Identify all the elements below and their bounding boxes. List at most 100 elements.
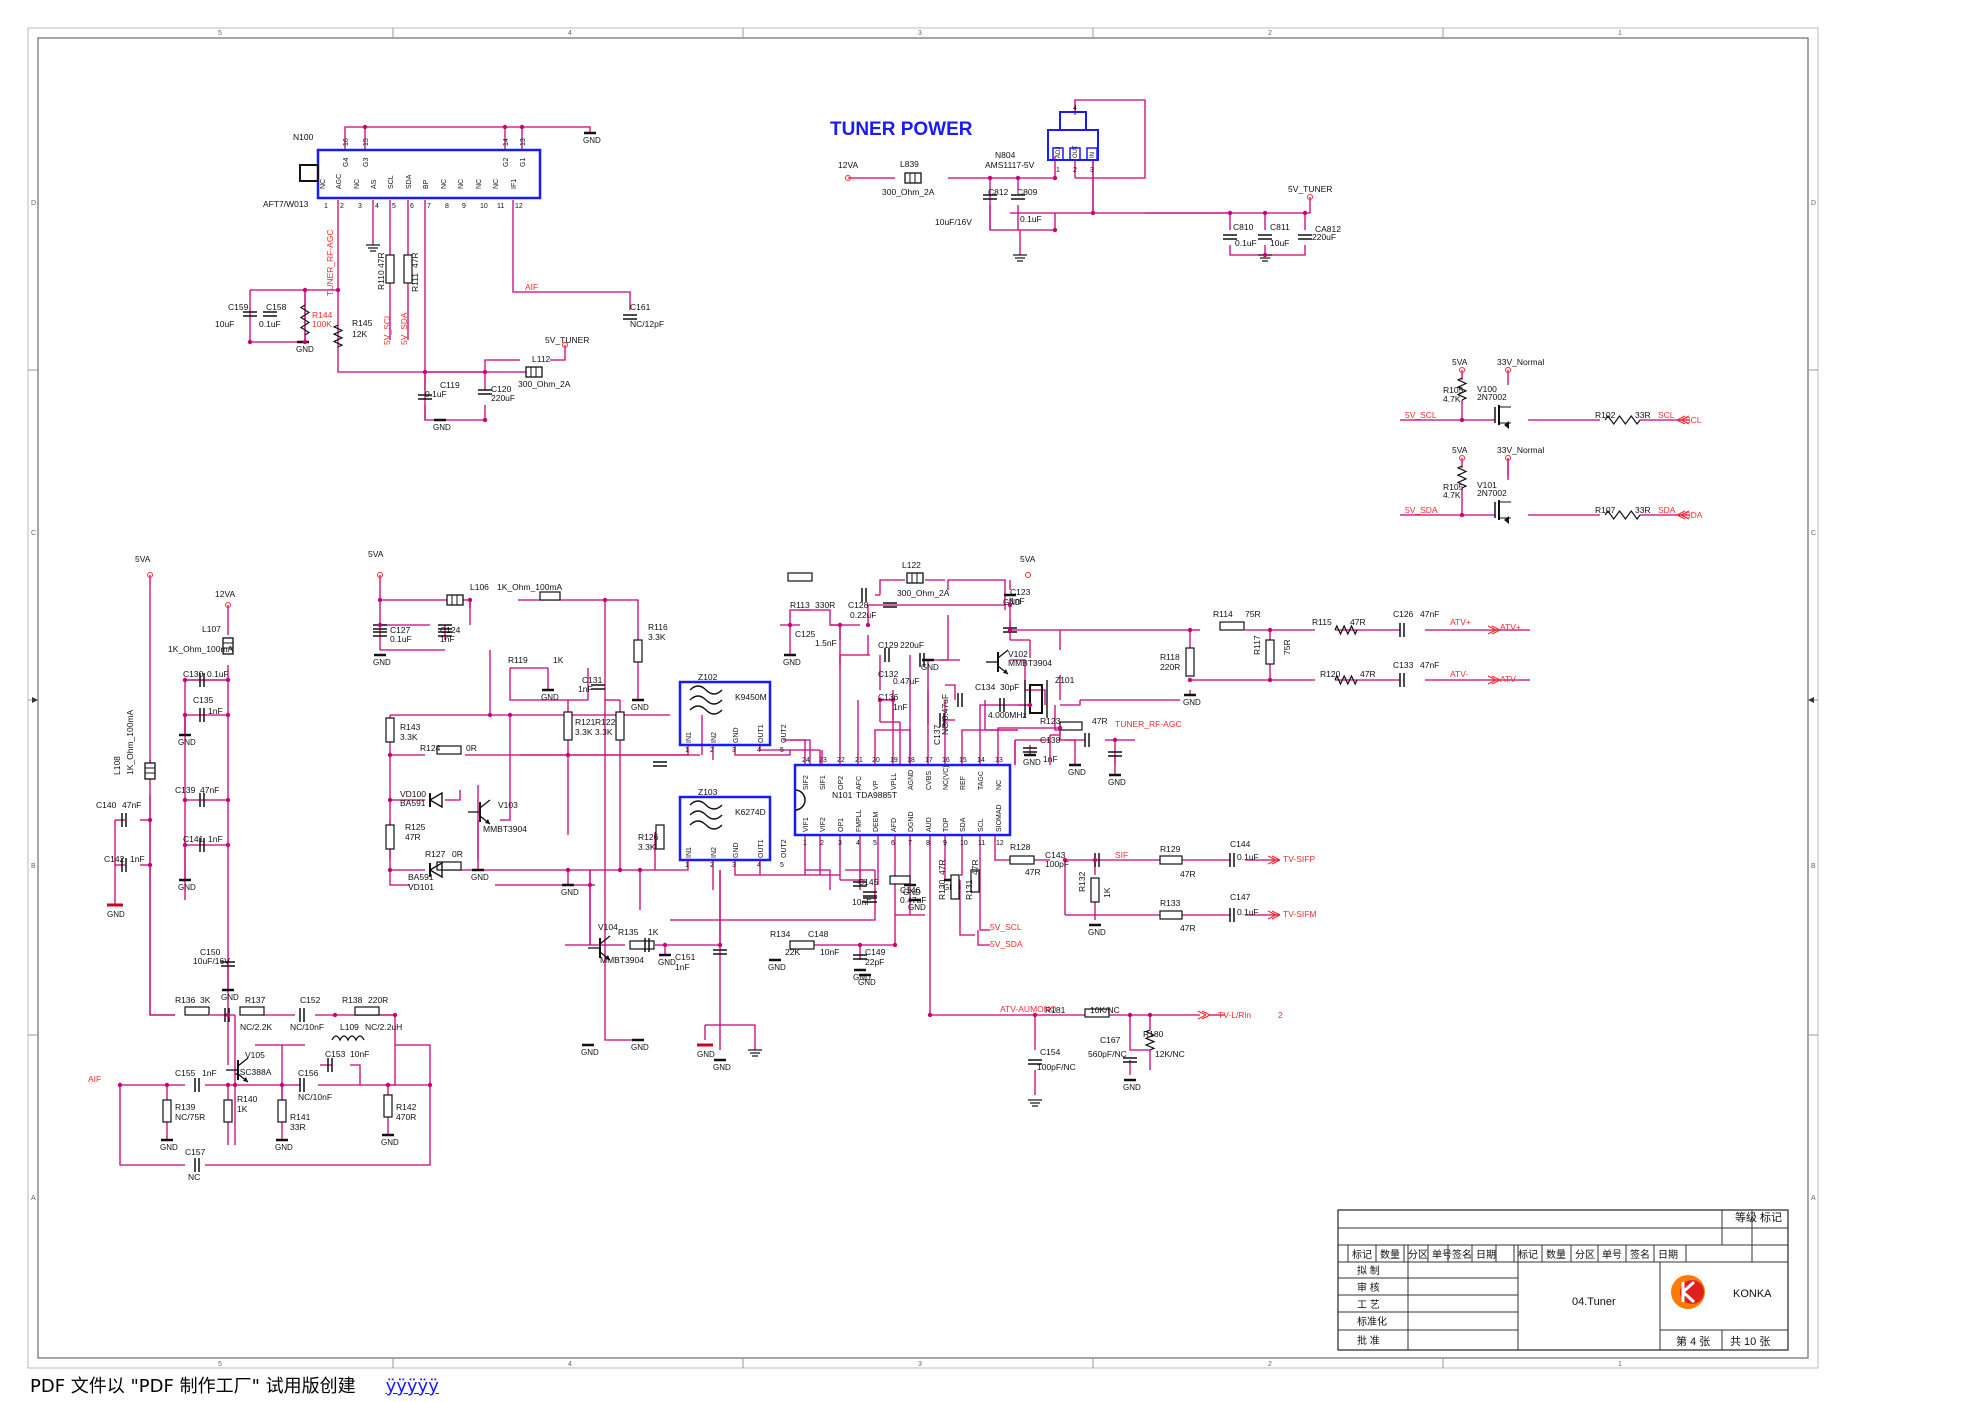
junction-dot (587, 882, 593, 888)
ground-label: GND (221, 993, 239, 1002)
label-c167: C167 (1100, 1035, 1121, 1045)
label-r111_val: 47R (410, 252, 420, 268)
junction-dot (1302, 210, 1308, 216)
label-c156: C156 (298, 1068, 319, 1078)
junction-dot (377, 597, 383, 603)
saw-pin-label: IN2 (711, 847, 718, 858)
tuner-pin-number: 12 (515, 203, 523, 210)
label-r137: R137 (245, 995, 266, 1005)
port-arrow-icon (1197, 1010, 1211, 1020)
junction-dot (1052, 175, 1058, 181)
ground-icon: GND (858, 973, 876, 987)
label-r118_val: 220R (1160, 662, 1180, 672)
junction-dot (387, 797, 393, 803)
ic-pin-label: SIF2 (803, 775, 810, 790)
saw-pin-label: GND (733, 842, 740, 858)
ic-pin-number: 4 (856, 840, 860, 847)
resistor-body (629, 940, 655, 950)
label-n101: N101 (832, 790, 853, 800)
label-l122_val: 300_Ohm_2A (897, 588, 950, 598)
ic-pin-number: 1 (803, 840, 807, 847)
ic-pin-number: 14 (977, 757, 985, 764)
resistor-body (1219, 621, 1245, 631)
ic-pin-number: 2 (820, 840, 824, 847)
label-r122: R122 (595, 717, 616, 727)
junction-dot (164, 1082, 170, 1088)
resistor-body (1059, 721, 1083, 731)
ferrite-bead-icon (446, 594, 464, 606)
label-r134_val: 22K (785, 947, 800, 957)
label-c143: C143 (1045, 850, 1066, 860)
junction-dot (1057, 725, 1063, 731)
label-c148_val: 10nF (820, 947, 839, 957)
junction-dot (890, 697, 896, 703)
ground-icon: GND (373, 653, 391, 667)
ic-pin-label: CVBS (926, 771, 933, 790)
label-c129: C129 (878, 640, 899, 650)
label-r121_val: 3.3K (575, 727, 593, 737)
tuner-pin-number: 14 (503, 138, 510, 146)
ic-pin-label: VPLL (891, 773, 898, 790)
resistor-body (787, 572, 813, 582)
ground-label: GND (713, 1063, 731, 1072)
tb-role-cell: 工 艺 (1357, 1299, 1380, 1311)
capacitor-icon (299, 1078, 305, 1092)
resistor-body (1265, 639, 1275, 665)
label-v101_part: 2N7002 (1477, 488, 1507, 498)
label-v5va_1: 5VA (135, 554, 151, 564)
ground-label: GND (858, 978, 876, 987)
resistor-body (789, 940, 815, 950)
junction-dot (637, 867, 643, 873)
border-row-label: D (1811, 200, 1816, 207)
label-c119: C119 (440, 380, 460, 390)
junction-dot (1262, 210, 1268, 216)
ground-icon: GND (561, 883, 579, 897)
border-col-label: 2 (1268, 1361, 1272, 1368)
label-c809: C809 (1017, 187, 1038, 197)
resistor-body (970, 869, 980, 893)
label-r116_val: 3.3K (648, 632, 666, 642)
power-pin-icon (1459, 367, 1465, 373)
sheet-title: TUNER POWER (830, 119, 973, 140)
junction-dot (332, 1012, 338, 1018)
junction-dot (147, 862, 153, 868)
tb-header-cell: 签名 (1630, 1248, 1650, 1261)
label-c136: C136 (878, 692, 899, 702)
tb-header-cell: 签名 (1452, 1248, 1472, 1261)
label-c128: C128 (848, 600, 869, 610)
label-v102: V102 (1008, 649, 1028, 659)
label-c131_val: 1nF (578, 684, 593, 694)
ground-label: GND (631, 1043, 649, 1052)
border-row-label: A (1811, 1195, 1816, 1202)
inductors (144, 172, 924, 1042)
capacitor-icon (438, 624, 452, 630)
diodes (428, 791, 443, 879)
junction-dot (927, 1012, 933, 1018)
label-r117: R117 (1252, 635, 1262, 655)
regulator-pin-label: OUT (1073, 145, 1079, 158)
tuner-pin-label: SDA (406, 174, 413, 189)
ic-pin-label: AFD (891, 818, 898, 832)
label-r119: R119 (508, 655, 528, 665)
tb-header-cell: 标记 (1352, 1249, 1372, 1261)
label-c130_val: 0.1uF (207, 669, 229, 679)
resistor-body (239, 1006, 265, 1016)
saw-z103-body (678, 795, 772, 862)
label-r130_val: 47R (937, 859, 947, 875)
capacitor-icon (591, 684, 605, 690)
port-arrow-icon (1267, 855, 1281, 865)
label-c158_val: 0.1uF (259, 319, 281, 329)
junction-dot (507, 712, 513, 718)
ground-icon: GND (783, 653, 801, 667)
ic-n101-body (793, 763, 1012, 837)
label-c137_val: NC/0.47uF (940, 694, 950, 735)
saw-pin-number: 4 (757, 862, 761, 869)
ground-icon: GND (903, 883, 921, 897)
label-ca812: CA812 (1315, 224, 1341, 234)
tb-sheet-no: 第 4 张 (1676, 1334, 1710, 1348)
ground-label: GND (581, 1048, 599, 1057)
resistor-body (223, 1099, 233, 1123)
footer-link[interactable]: ÿÿÿÿÿ (385, 1376, 439, 1397)
label-r117_val: 75R (1282, 639, 1292, 655)
junction-dot (225, 1082, 231, 1088)
